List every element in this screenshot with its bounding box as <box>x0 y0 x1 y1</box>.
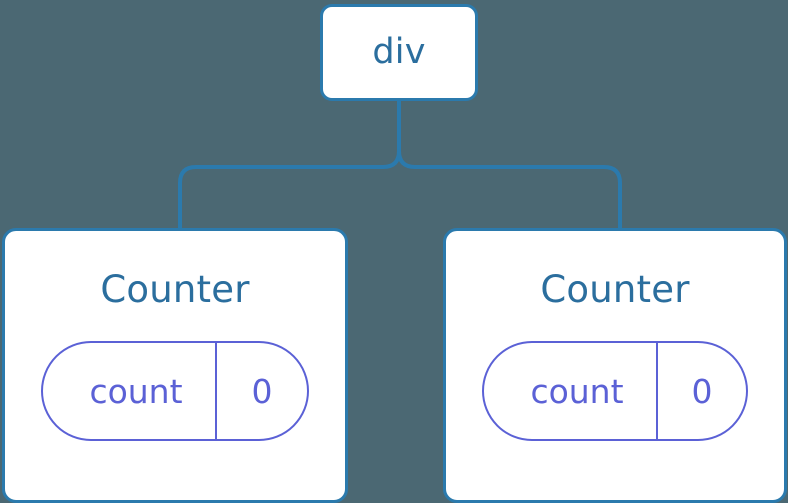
state-value-left: 0 <box>215 343 307 439</box>
node-div[interactable]: div <box>320 4 478 101</box>
node-div-label: div <box>372 32 426 72</box>
node-counter-left-label: Counter <box>100 268 250 311</box>
node-counter-left[interactable]: Counter count 0 <box>2 228 348 503</box>
state-key-right: count <box>530 371 624 411</box>
connector-to-child-left <box>178 149 401 230</box>
state-value-right: 0 <box>656 343 746 439</box>
state-pill-right[interactable]: count 0 <box>482 341 748 441</box>
node-counter-right-label: Counter <box>540 268 690 311</box>
state-pill-left[interactable]: count 0 <box>41 341 309 441</box>
node-counter-right[interactable]: Counter count 0 <box>443 228 787 503</box>
state-key-left: count <box>89 371 183 411</box>
connector-to-child-right <box>397 149 622 230</box>
